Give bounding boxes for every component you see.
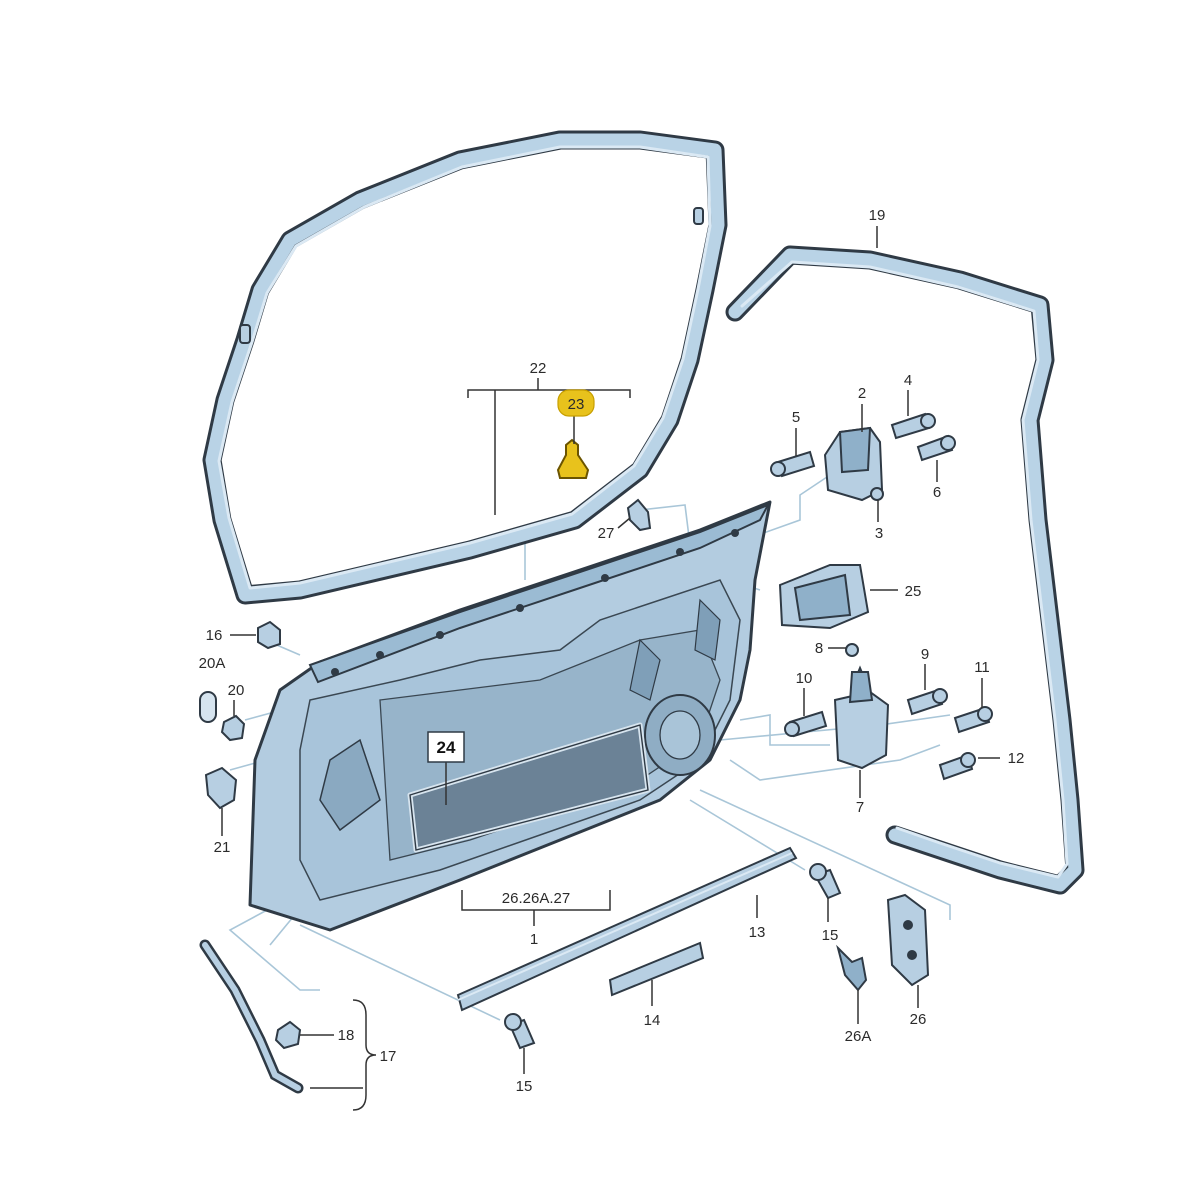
strip-part-14 xyxy=(608,941,705,997)
window-frame-seal xyxy=(202,130,728,605)
label-7: 7 xyxy=(856,799,864,816)
clip-part-16 xyxy=(257,620,281,650)
callout-box-24 xyxy=(427,731,465,763)
label-3: 3 xyxy=(875,525,883,542)
label-21: 21 xyxy=(214,839,231,856)
label-9: 9 xyxy=(921,646,929,663)
label-23: 23 xyxy=(568,396,585,413)
label-27: 27 xyxy=(598,525,615,542)
label-10: 10 xyxy=(796,670,813,687)
label-5: 5 xyxy=(792,409,800,426)
door-trim-panel xyxy=(248,500,772,932)
label-group-26-26a-27: 26.26A.27 xyxy=(502,890,570,907)
label-15-upper: 15 xyxy=(822,927,839,944)
label-2: 2 xyxy=(858,385,866,402)
label-26a: 26A xyxy=(845,1028,872,1045)
bolt-part-10 xyxy=(784,710,828,738)
clip-part-26a xyxy=(836,944,868,992)
label-17: 17 xyxy=(380,1048,397,1065)
hinge-part-2 xyxy=(823,426,884,502)
label-19: 19 xyxy=(869,207,886,224)
clip-part-27 xyxy=(626,498,652,532)
nut-part-8 xyxy=(845,643,859,657)
bolt-part-15-upper xyxy=(809,863,842,900)
bolt-part-5 xyxy=(770,450,816,478)
cap-part-21 xyxy=(204,766,238,810)
grommet-part-20a xyxy=(199,691,217,723)
bolt-part-9 xyxy=(906,688,948,716)
lower-seal-part-17 xyxy=(199,939,304,1094)
label-18: 18 xyxy=(338,1027,355,1044)
label-20: 20 xyxy=(228,682,245,699)
bolt-part-4 xyxy=(890,412,936,440)
label-4: 4 xyxy=(904,372,912,389)
label-20a: 20A xyxy=(199,655,226,672)
label-1: 1 xyxy=(530,931,538,948)
clip-part-18 xyxy=(274,1020,302,1050)
label-16: 16 xyxy=(206,627,223,644)
trim-strip-part-13 xyxy=(456,846,798,1012)
carpet-insert-part-24 xyxy=(407,722,651,853)
label-11: 11 xyxy=(974,659,990,676)
leader-lines xyxy=(221,226,1000,1111)
label-14: 14 xyxy=(644,1012,661,1029)
label-25: 25 xyxy=(905,583,922,600)
highlight-badge-23 xyxy=(557,389,595,417)
label-13: 13 xyxy=(749,924,766,941)
hinge-part-7 xyxy=(833,665,890,770)
clip-part-20 xyxy=(220,714,246,742)
bolt-part-6 xyxy=(916,434,956,462)
clip-part-23 xyxy=(556,438,590,479)
bolt-part-11 xyxy=(953,706,993,734)
label-12: 12 xyxy=(1008,750,1025,767)
label-26: 26 xyxy=(910,1011,927,1028)
label-22: 22 xyxy=(530,360,547,377)
bolt-part-15-lower xyxy=(504,1013,536,1050)
part-labels: 22 23 27 19 2 4 5 6 3 25 8 9 10 11 12 7 … xyxy=(199,207,1025,1095)
bolt-part-12 xyxy=(938,752,976,781)
washer-part-3 xyxy=(870,487,884,501)
label-24: 24 xyxy=(437,738,456,757)
label-15-lower: 15 xyxy=(516,1078,533,1095)
label-6: 6 xyxy=(933,484,941,501)
check-strap-part-25 xyxy=(778,564,870,630)
bracket-part-26 xyxy=(886,893,930,987)
door-seal xyxy=(725,245,1085,895)
label-8: 8 xyxy=(815,640,823,657)
